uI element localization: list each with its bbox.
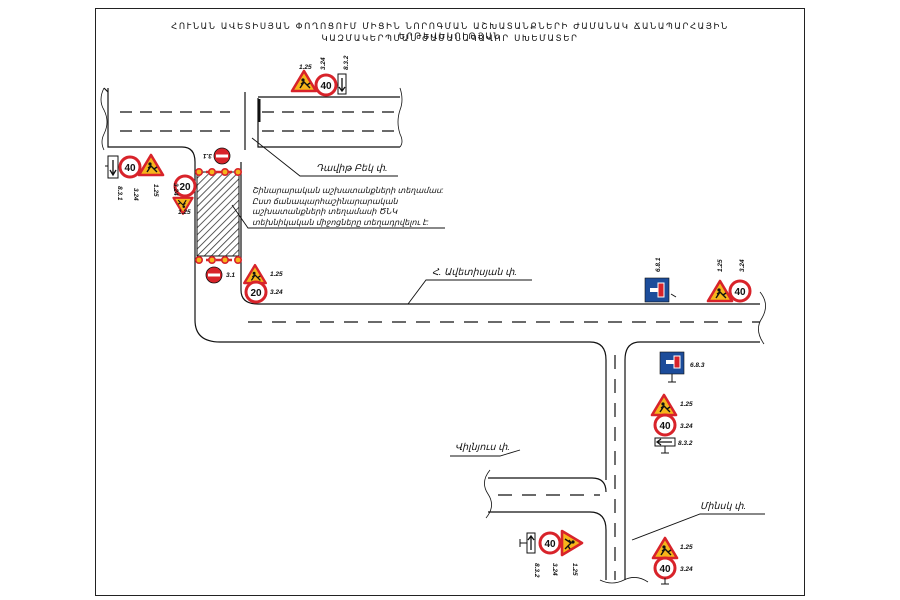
sign-plate-832-minsk-mid — [654, 437, 676, 454]
work-note-line-3: աշխատանքների տեղամասի ԾՆԿ — [252, 207, 398, 216]
code-324-minsk-mid: 3.24 — [680, 423, 693, 430]
sign-work-bottom — [560, 529, 584, 557]
davit-bek-street — [100, 87, 403, 163]
label-vilnyus: Վիլնյուս փ. — [455, 442, 511, 453]
svg-text:20: 20 — [179, 182, 191, 193]
code-324-minsk-bottom: 3.24 — [680, 566, 693, 573]
sign-plate-832-bottom — [519, 532, 536, 554]
code-125-top: 1.25 — [299, 64, 312, 71]
sign-speed-40-minsk-bottom: 40 — [653, 556, 677, 585]
code-324-top: 3.24 — [320, 57, 327, 70]
code-831-left: 8.3.1 — [116, 186, 123, 201]
code-125-minsk-bottom: 1.25 — [680, 544, 693, 551]
label-minsk: Մինսկ փ. — [700, 501, 747, 512]
sign-work-minsk-bottom — [651, 536, 679, 560]
code-125-after-zone: 1.25 — [270, 271, 283, 278]
svg-text:40: 40 — [544, 539, 556, 550]
code-324-bottom: 3.24 — [551, 563, 558, 576]
code-125-bottom: 1.25 — [571, 563, 578, 576]
svg-text:20: 20 — [250, 288, 262, 299]
drawing-frame — [95, 8, 805, 596]
svg-text:40: 40 — [124, 163, 136, 174]
code-125-zone-left: 1.25 — [178, 209, 191, 216]
sign-plate-831-left — [105, 155, 119, 179]
barrier-bottom — [195, 255, 243, 264]
sign-no-entry-bottom — [205, 266, 223, 284]
code-125-minsk-mid: 1.25 — [680, 401, 693, 408]
code-832-minsk-mid: 8.3.2 — [678, 440, 693, 447]
sign-dead-end-681 — [644, 277, 677, 303]
sign-speed-40-top: 40 — [314, 73, 338, 97]
code-324-right: 3.24 — [739, 259, 746, 272]
code-31-top: 3.1 — [203, 152, 212, 159]
work-note-line-2: Ըստ ճանապարհաշինարարական — [252, 196, 398, 206]
sign-speed-40-right: 40 — [728, 279, 752, 303]
code-681: 6.8.1 — [655, 257, 662, 272]
work-zone-note: Շինարարական աշխատանքների տեղամաս: Ըստ ճա… — [252, 186, 443, 228]
code-125-left: 1.25 — [152, 184, 159, 197]
svg-text:40: 40 — [659, 564, 671, 575]
vilnyus-street — [484, 469, 649, 584]
sign-speed-40-bottom: 40 — [538, 531, 562, 555]
work-zone — [196, 171, 240, 257]
code-683: 6.8.3 — [690, 362, 705, 369]
barrier-top — [195, 168, 243, 177]
sign-speed-40-minsk-mid: 40 — [653, 413, 677, 437]
sign-speed-20-after-zone: 20 — [244, 280, 268, 304]
svg-text:40: 40 — [734, 287, 746, 298]
code-832-top: 8.3.2 — [343, 55, 350, 70]
sign-no-entry-top — [213, 147, 231, 165]
sign-work-after-zone — [243, 263, 267, 285]
scheme-title-line-2: ԿԱԶՄԱԿԵՐՊՄԱՆ ԺԱՄԱՆԱԿԱՎՈՐ ՍԽԵՄԱՏԵՐ — [321, 34, 579, 44]
label-davit-bek: Դավիթ Բեկ փ. — [316, 163, 388, 174]
sign-work-top — [290, 69, 318, 93]
code-324-after-zone: 3.24 — [270, 289, 283, 296]
code-324-left: 3.24 — [132, 188, 139, 201]
code-832-bottom: 8.3.2 — [533, 563, 540, 578]
sign-speed-20-left: 20 — [173, 174, 197, 198]
sign-speed-40-left: 40 — [118, 155, 142, 179]
sign-work-minsk-mid — [650, 393, 678, 417]
sign-work-right — [706, 279, 734, 303]
svg-text:40: 40 — [320, 81, 332, 92]
label-avetisyan: Հ. Ավետիսյան փ. — [432, 267, 518, 278]
avetisyan-street — [194, 162, 766, 580]
code-324-zone-left: 3.24 — [172, 183, 179, 196]
leader-lines — [231, 137, 765, 541]
sign-dead-end-683 — [659, 351, 685, 383]
code-31-bottom: 3.1 — [226, 272, 235, 279]
work-note-line-1: Շինարարական աշխատանքների տեղամաս: — [252, 186, 444, 195]
work-note-line-4: տեխնիկական միջոցները տեղադրվելու է: — [252, 217, 429, 227]
code-125-right: 1.25 — [717, 259, 724, 272]
sign-plate-832-top — [337, 73, 347, 95]
scheme-title-line-1: ՀՈՒՆԱՆ ԱՎԵՏԻՍՅԱՆ ՓՈՂՈՑՈՒՄ ՄԻՑԻՆ ՆՈՐՈԳՄԱՆ… — [171, 22, 729, 42]
svg-text:40: 40 — [659, 421, 671, 432]
sign-work-left — [137, 153, 165, 177]
